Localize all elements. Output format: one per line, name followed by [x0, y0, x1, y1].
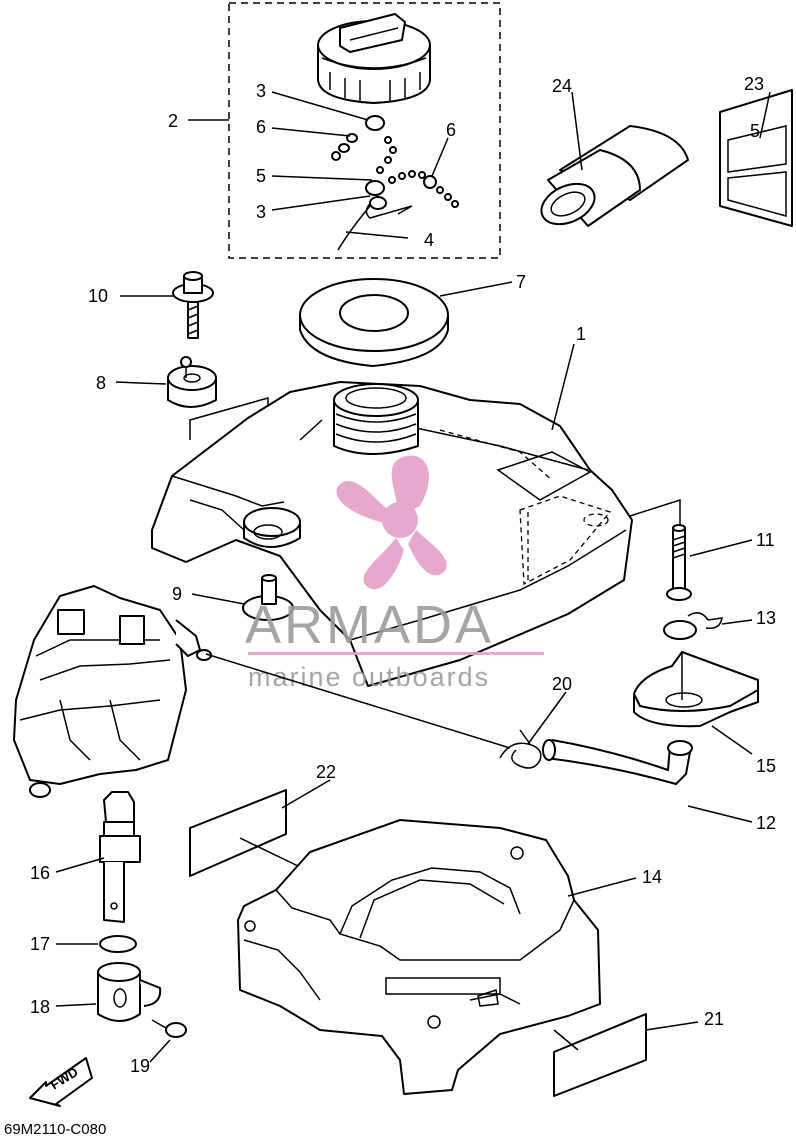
lower-cover	[237, 819, 601, 1095]
callout-11: 11	[756, 530, 775, 550]
collar	[242, 574, 294, 621]
callout-3-bottom: 3	[256, 202, 266, 222]
label-21	[553, 1013, 647, 1097]
o-ring	[99, 935, 137, 953]
gasket	[299, 278, 449, 367]
callout-7: 7	[516, 272, 526, 292]
forward-arrow: FWD	[29, 1057, 93, 1107]
fuel-valve	[99, 791, 141, 923]
callout-10: 10	[88, 286, 108, 306]
propeller-logo	[336, 455, 447, 590]
callout-14: 14	[642, 867, 662, 887]
callout-13: 13	[756, 608, 776, 628]
watermark-subtitle: marine outboards	[248, 662, 490, 692]
fuel-cap-assembly-box	[228, 2, 501, 259]
watermark: ARMADA marine outboards	[245, 455, 544, 692]
plate	[633, 651, 759, 728]
diagram-code: 69M2110-C080	[4, 1121, 106, 1137]
callout-2: 2	[168, 111, 178, 131]
callout-15: 15	[756, 756, 776, 776]
small-screw	[151, 1019, 187, 1038]
callout-6-right: 6	[446, 120, 456, 140]
callout-19: 19	[130, 1056, 150, 1076]
callout-23: 23	[744, 74, 764, 94]
screw	[629, 498, 692, 601]
leader-lines	[55, 91, 771, 1063]
callout-20: 20	[552, 674, 572, 694]
callout-numbers: 1 2 3 3 4 5 6 6 7 8 9 10 11 12 13 14 15 …	[30, 74, 776, 1076]
label-22	[189, 789, 287, 877]
carburetor	[13, 585, 212, 798]
watermark-title: ARMADA	[245, 595, 494, 655]
clip	[663, 612, 723, 640]
hose-clip	[499, 729, 542, 769]
grommet	[167, 356, 217, 408]
sleeve	[540, 125, 689, 227]
callout-18: 18	[30, 997, 50, 1017]
callout-9: 9	[172, 584, 182, 604]
callout-12: 12	[756, 813, 776, 833]
callout-16: 16	[30, 863, 50, 883]
label-23-mark: 5	[750, 121, 760, 141]
holder	[97, 962, 162, 1022]
callout-5: 5	[256, 166, 266, 186]
fuel-cap	[317, 13, 431, 104]
callout-3-top: 3	[256, 81, 266, 101]
callout-8: 8	[96, 373, 106, 393]
fuel-hose	[542, 739, 693, 785]
callout-17: 17	[30, 934, 50, 954]
callout-1: 1	[576, 324, 586, 344]
callout-24: 24	[552, 76, 572, 96]
callout-6-left: 6	[256, 117, 266, 137]
callout-4: 4	[424, 230, 434, 250]
cap-chain	[331, 115, 459, 251]
bolt	[172, 271, 214, 339]
callout-22: 22	[316, 762, 336, 782]
warning-label: 5	[719, 89, 793, 227]
callout-21: 21	[704, 1009, 724, 1029]
